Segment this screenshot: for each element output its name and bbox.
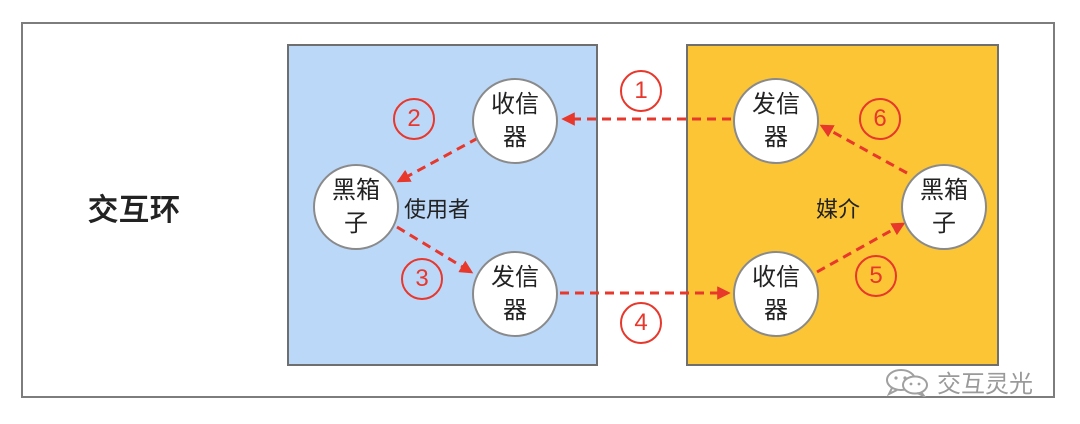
arrow-2	[396, 136, 479, 183]
user-blackbox-node: 黑箱子	[313, 164, 399, 250]
user-sender-label: 发信器	[491, 263, 539, 324]
user-sender-node: 发信器	[472, 251, 558, 337]
media-blackbox-label: 黑箱子	[920, 176, 968, 237]
media-blackbox-node: 黑箱子	[901, 164, 987, 250]
media-panel-label: 媒介	[816, 198, 861, 223]
diagram-title: 交互环	[88, 193, 181, 228]
media-sender-node: 发信器	[733, 78, 819, 164]
step-badge-1: 1	[620, 70, 662, 112]
user-receiver-node: 收信器	[472, 78, 558, 164]
user-receiver-label: 收信器	[491, 90, 539, 151]
step-badge-6: 6	[859, 98, 901, 140]
watermark: 交互灵光	[883, 364, 1033, 399]
arrow-6	[819, 124, 908, 175]
step-badge-4: 4	[620, 302, 662, 344]
step-badge-2: 2	[393, 98, 435, 140]
user-panel-label: 使用者	[404, 198, 471, 223]
step-badge-5: 5	[855, 255, 897, 297]
media-receiver-node: 收信器	[733, 251, 819, 337]
media-sender-label: 发信器	[752, 90, 800, 151]
user-blackbox-label: 黑箱子	[332, 176, 380, 237]
media-receiver-label: 收信器	[752, 263, 800, 324]
watermark-text: 交互灵光	[937, 370, 1033, 398]
arrow-5	[816, 222, 906, 274]
wechat-icon	[886, 368, 928, 397]
step-badge-3: 3	[401, 258, 443, 300]
